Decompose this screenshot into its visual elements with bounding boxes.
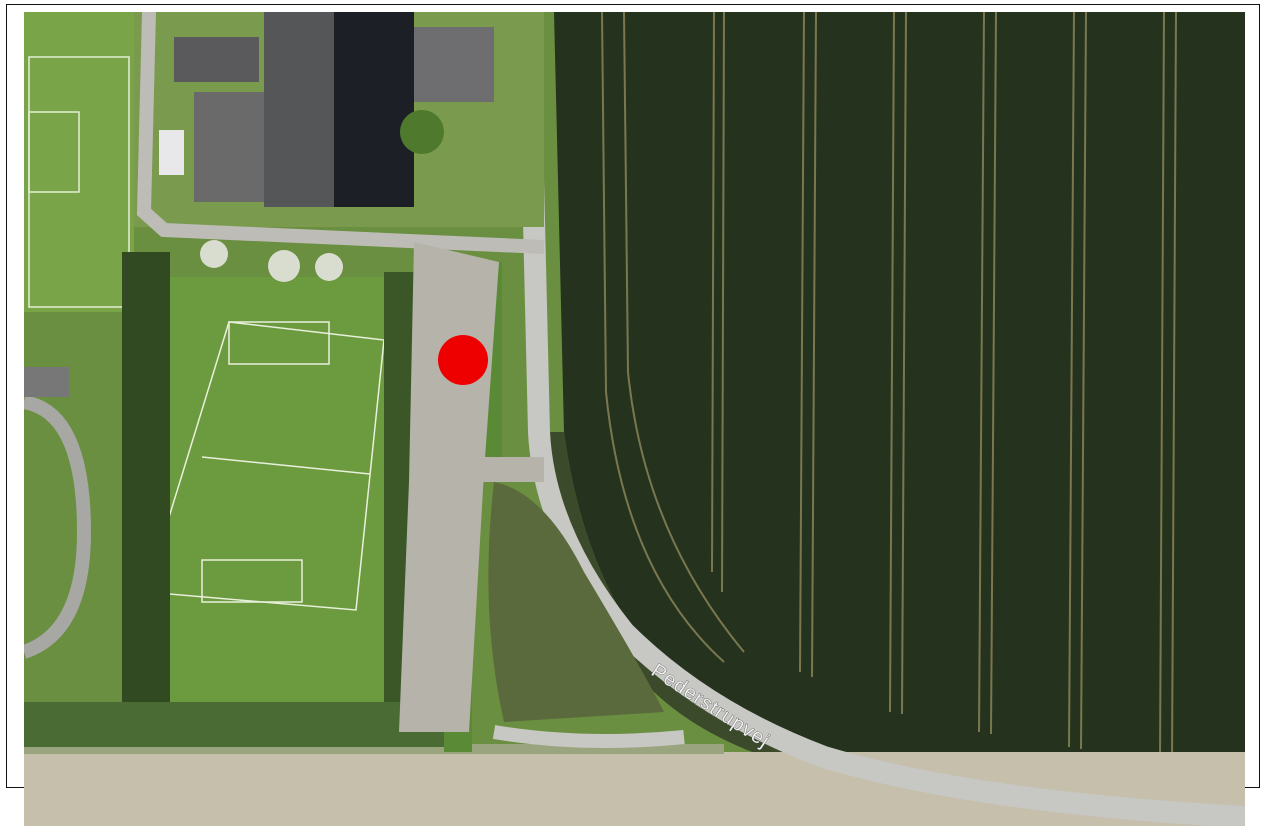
aerial-map-svg: Pederstrupvej	[24, 12, 1245, 826]
blossom-tree-1	[200, 240, 228, 268]
tree-1	[400, 110, 444, 154]
building-1	[174, 37, 259, 82]
farm-road	[136, 12, 545, 254]
side-road	[492, 725, 685, 748]
road-pederstrupvej	[518, 12, 1245, 826]
wooded-plot	[488, 482, 664, 722]
aerial-map[interactable]: Pederstrupvej	[24, 12, 1245, 826]
left-pitch-lines	[28, 56, 130, 308]
hedge-south	[24, 702, 444, 747]
bottom-verge	[24, 744, 724, 754]
football-pitch	[164, 277, 404, 707]
field-edge	[544, 432, 1245, 817]
hedge-west	[122, 252, 170, 712]
blossom-tree-3	[315, 253, 343, 281]
pitch-lines	[145, 321, 385, 611]
building-2	[194, 92, 264, 202]
barn-shadow	[334, 12, 414, 207]
field-tramlines	[601, 12, 1177, 763]
small-shed	[24, 367, 69, 397]
parking-entrance	[464, 457, 544, 482]
location-marker[interactable]	[438, 335, 488, 385]
blossom-tree-2	[268, 250, 300, 282]
running-track	[24, 395, 92, 659]
bottom-field	[24, 752, 1245, 826]
house-roof	[414, 27, 494, 102]
building-3	[159, 130, 184, 175]
